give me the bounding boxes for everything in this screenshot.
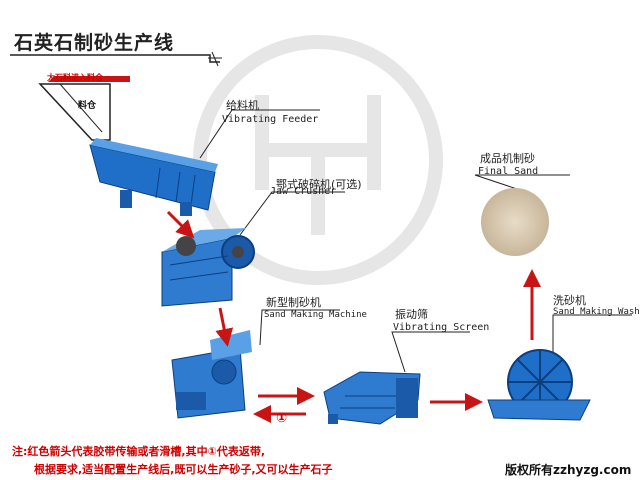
final-sand-label-cn: 成品机制砂 (480, 152, 535, 165)
feeder-label-cn: 给料机 (226, 99, 259, 112)
note-line-2: 根据要求,适当配置生产线后,既可以生产砂子,又可以生产石子 (34, 463, 333, 476)
washer-label-cn: 洗砂机 (553, 294, 586, 307)
screen-label-en: Vibrating Screen (393, 322, 490, 333)
jaw-crusher-label-cn: 鄂式破碎机(可选) (276, 178, 362, 191)
final-sand-label-en: Final Sand (478, 166, 539, 177)
page-title: 石英石制砂生产线 (14, 32, 175, 54)
return-marker: ① (276, 411, 288, 426)
washer-label-en: Sand Making Washing (553, 307, 640, 317)
copyright: 版权所有zzhyzg.com (505, 463, 632, 477)
feeder-label-en: Vibrating Feeder (222, 114, 319, 125)
title-underline (10, 51, 222, 67)
screen-label-cn: 振动筛 (395, 308, 428, 321)
hopper-label: 料仓 (78, 101, 97, 111)
jaw-crusher-label-en: Jaw Crusher (270, 186, 337, 197)
sand-maker-label-en: Sand Making Machine (264, 310, 367, 320)
feed-label: 大石料进入料仓 (47, 73, 103, 82)
note-line-1: 注:红色箭头代表胶带传输或者滑槽,其中①代表返带, (12, 445, 266, 458)
sand-maker-label-cn: 新型制砂机 (266, 296, 321, 309)
